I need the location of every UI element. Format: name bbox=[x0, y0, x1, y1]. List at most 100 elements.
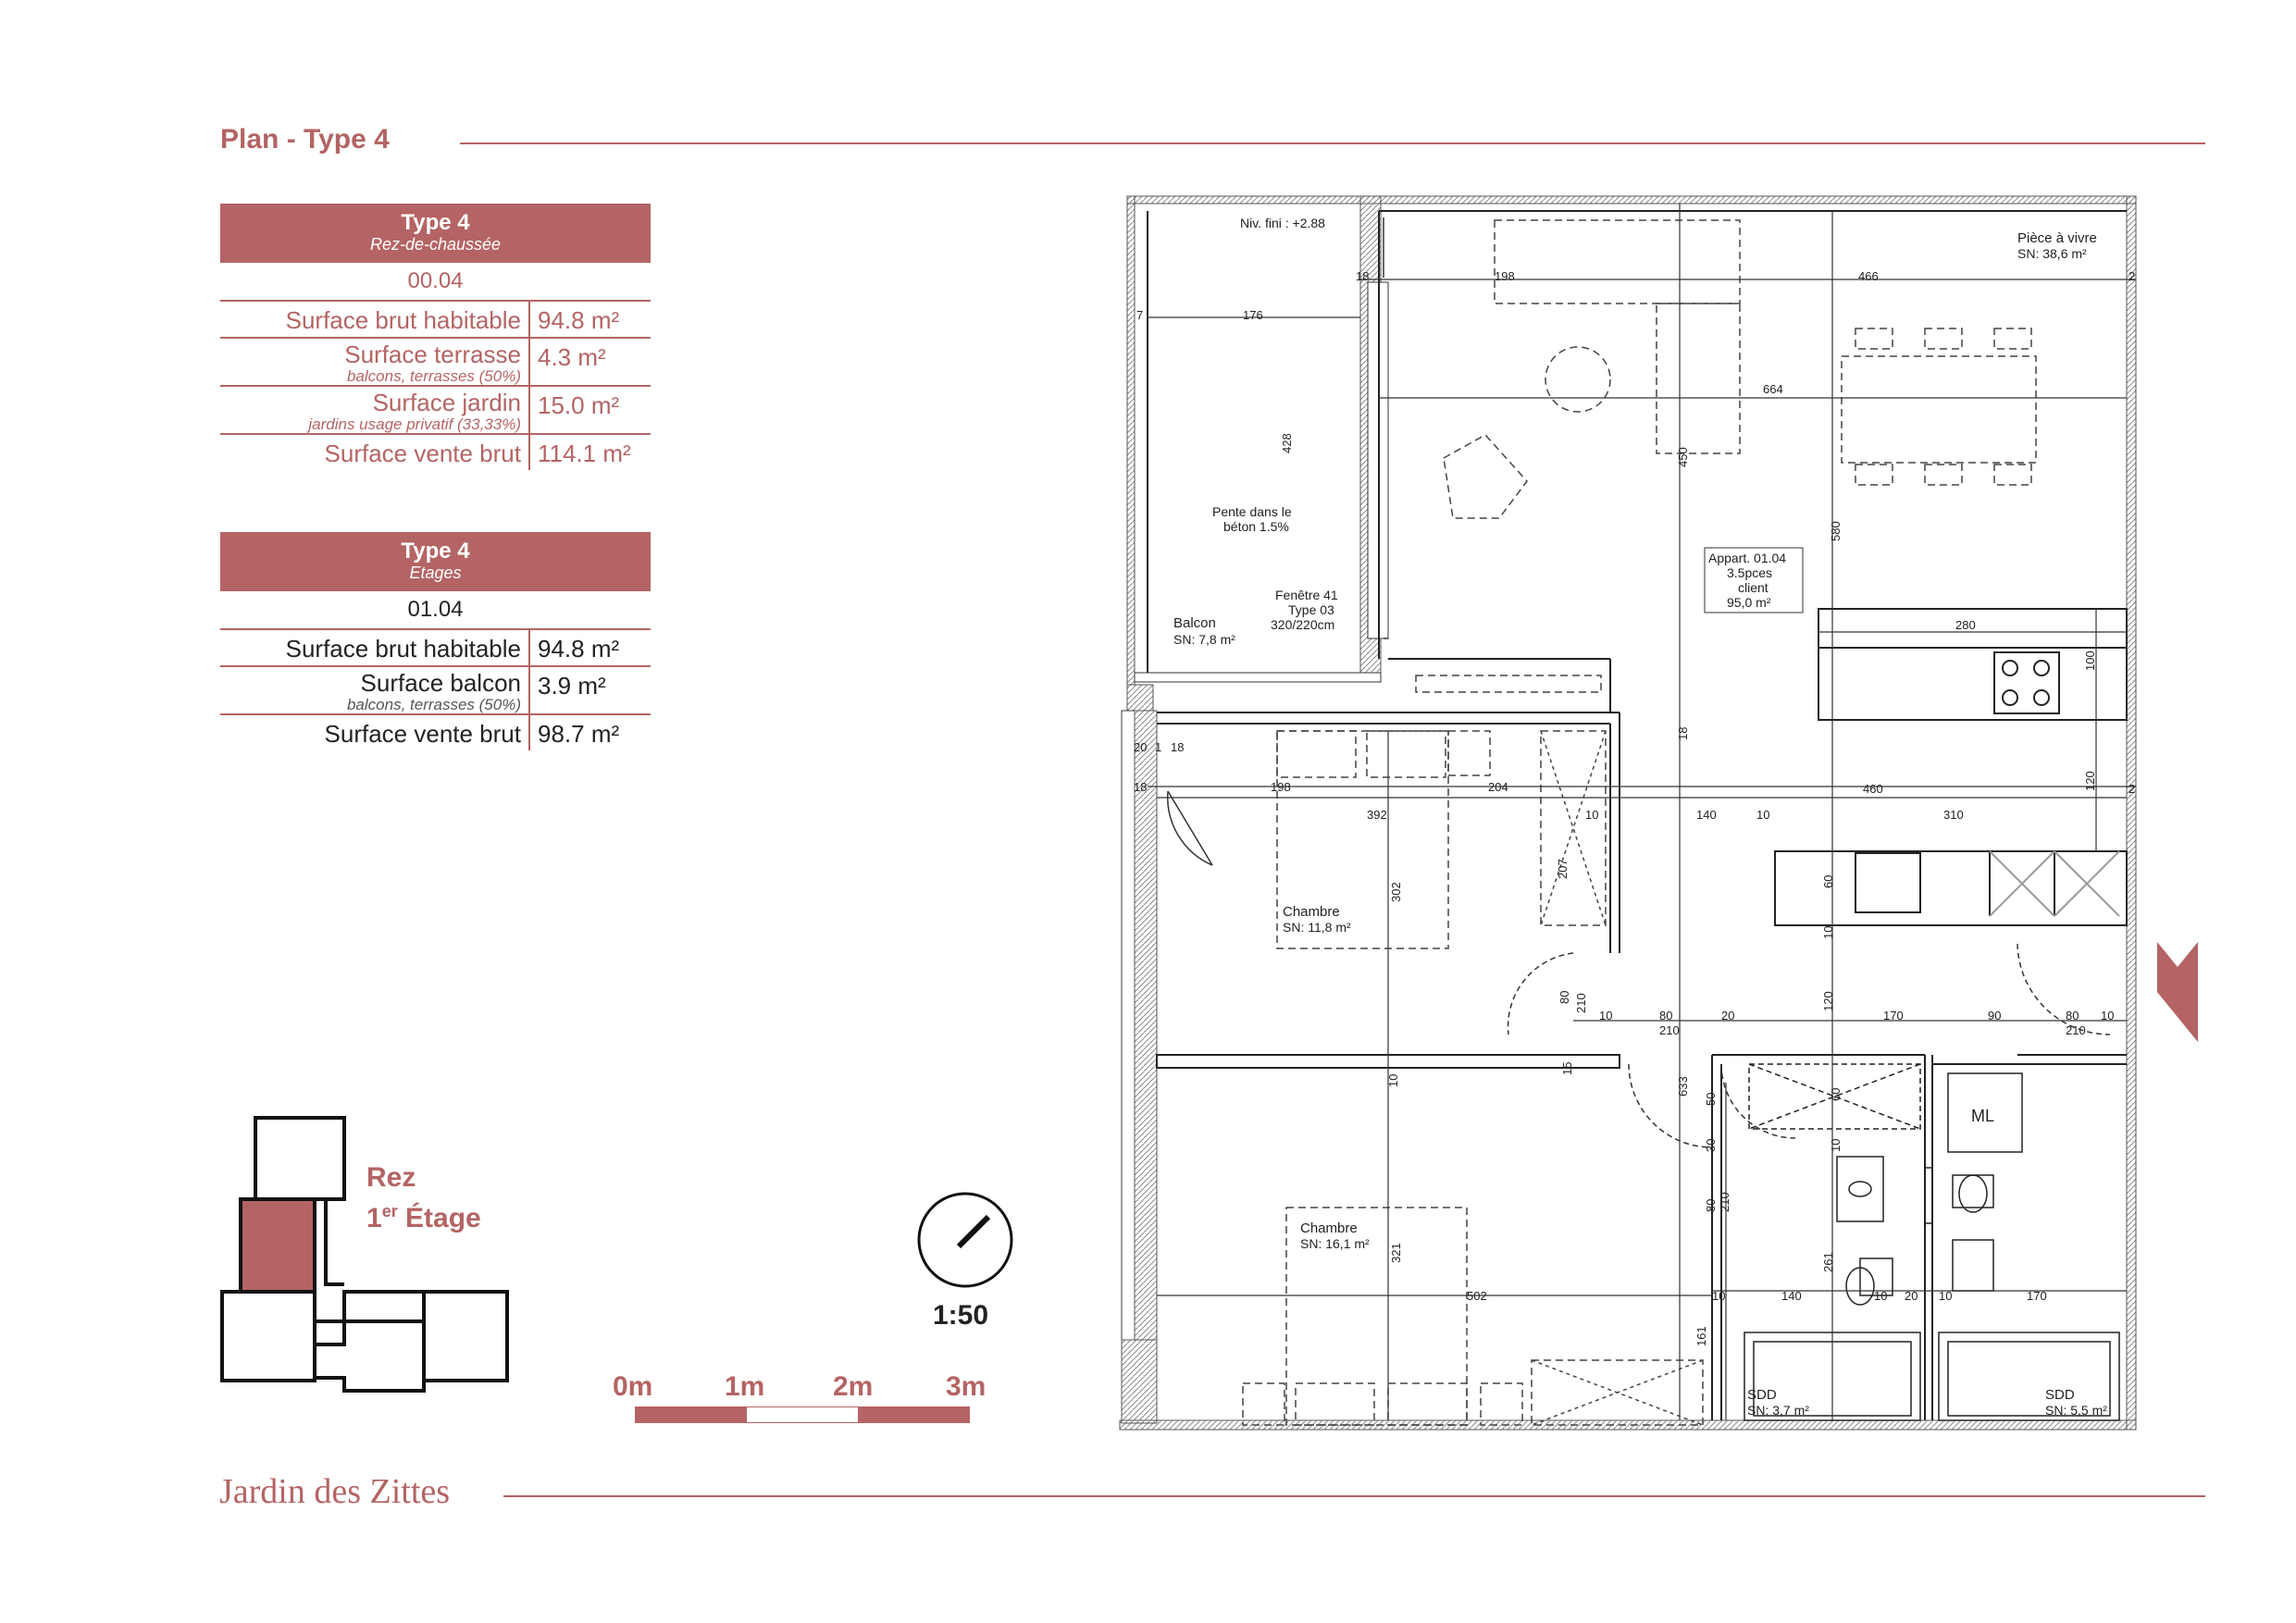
room-area-sdd-1: SN: 3,7 m² bbox=[1747, 1403, 1809, 1418]
row-label: Surface vente brut bbox=[324, 440, 521, 467]
page-title: Plan - Type 4 bbox=[220, 124, 390, 155]
dim-label: 60 bbox=[1829, 1088, 1843, 1101]
dim-label: 15 bbox=[1560, 1062, 1574, 1075]
key-level-rez: Rez bbox=[366, 1162, 416, 1193]
apartment-area: 95,0 m² bbox=[1727, 595, 1771, 610]
north-arrow-icon bbox=[917, 1192, 1013, 1288]
dim-label: 1 bbox=[1155, 740, 1161, 754]
dim-label: 161 bbox=[1694, 1326, 1708, 1346]
dim-label: 100 bbox=[2083, 650, 2097, 671]
room-name-ml: ML bbox=[1971, 1107, 1994, 1125]
row-value: 98.7 m² bbox=[538, 720, 620, 748]
table-subtitle: Rez-de-chaussée bbox=[369, 235, 502, 254]
dim-label: 80 bbox=[1704, 1199, 1718, 1212]
kitchen bbox=[1774, 608, 2128, 926]
dim-label: 18 bbox=[1171, 740, 1184, 754]
dim-label: 210 bbox=[1659, 1023, 1680, 1037]
orientation-arrow-icon bbox=[2157, 942, 2198, 1042]
dim-label: 664 bbox=[1763, 382, 1783, 396]
dim-label: 176 bbox=[1243, 308, 1263, 322]
dim-label: 261 bbox=[1821, 1252, 1835, 1272]
scale-ratio: 1:50 bbox=[933, 1300, 989, 1331]
scale-label-1: 1m bbox=[725, 1371, 765, 1402]
dim-label: 460 bbox=[1863, 782, 1883, 796]
dim-label: 2 bbox=[2128, 782, 2135, 796]
key-block-middle bbox=[315, 1319, 426, 1393]
room-area-chambre-2: SN: 16,1 m² bbox=[1300, 1236, 1370, 1251]
dim-label: 2 bbox=[2128, 269, 2135, 283]
dim-label: 580 bbox=[1829, 521, 1843, 541]
table-row: Surface vente brut 114.1 m² bbox=[220, 433, 651, 470]
room-labels: Niv. fini : +2.88 Pente dans le béton 1.… bbox=[1173, 216, 2107, 1418]
dim-label: 633 bbox=[1676, 1076, 1690, 1096]
table-row: Surface brut habitable 94.8 m² bbox=[220, 628, 651, 665]
dim-label: 140 bbox=[1696, 808, 1717, 822]
dim-label: 10 bbox=[1821, 926, 1835, 939]
dim-label: 210 bbox=[1574, 993, 1588, 1013]
dim-label: 10 bbox=[1599, 1009, 1612, 1022]
room-name-living: Pièce à vivre bbox=[2017, 230, 2097, 246]
apartment-id: Appart. 01.04 bbox=[1708, 551, 1786, 565]
dim-label: 502 bbox=[1467, 1289, 1487, 1303]
dim-label: 7 bbox=[1136, 308, 1143, 322]
surface-table-rez: Type 4 Rez-de-chaussée 00.04 Surface bru… bbox=[220, 204, 651, 470]
dim-label: 20 bbox=[1721, 1009, 1734, 1022]
key-block-highlight bbox=[239, 1197, 316, 1294]
dim-label: 392 bbox=[1367, 808, 1387, 822]
level-label: Niv. fini : +2.88 bbox=[1240, 216, 1325, 230]
table-title: Type 4 bbox=[401, 539, 470, 564]
row-label: Surface jardin bbox=[372, 389, 521, 416]
dim-label: 120 bbox=[1821, 991, 1835, 1011]
furniture bbox=[1242, 219, 2037, 1426]
dim-label: 10 bbox=[2101, 1009, 2114, 1022]
dim-label: 18 bbox=[1676, 727, 1690, 740]
surface-table-etages: Type 4 Etages 01.04 Surface brut habitab… bbox=[220, 532, 651, 750]
window-label-1: Fenêtre 41 bbox=[1275, 588, 1338, 602]
row-sublabel: balcons, terrasses (50%) bbox=[346, 696, 521, 713]
title-rule bbox=[460, 142, 2205, 144]
dim-label: 466 bbox=[1858, 269, 1879, 283]
row-sublabel: balcons, terrasses (50%) bbox=[346, 367, 521, 385]
dim-label: 140 bbox=[1781, 1289, 1802, 1303]
dim-label: 10 bbox=[1386, 1074, 1400, 1087]
slope-label-1: Pente dans le bbox=[1212, 504, 1292, 519]
room-area-chambre-1: SN: 11,8 m² bbox=[1283, 920, 1351, 935]
exterior-walls bbox=[1119, 195, 2137, 1431]
scale-label-3: 3m bbox=[946, 1371, 987, 1402]
dim-label: 80 bbox=[2066, 1009, 2079, 1022]
dim-label: 280 bbox=[1955, 618, 1976, 632]
dim-label: 30 bbox=[1704, 1139, 1718, 1152]
room-name-sdd-2: SDD bbox=[2045, 1387, 2075, 1403]
key-level-etage: 1er Étage bbox=[366, 1202, 481, 1233]
dim-label: 80 bbox=[1659, 1009, 1672, 1022]
key-plan bbox=[220, 1116, 509, 1393]
dim-label: 204 bbox=[1488, 780, 1508, 794]
table-row: Surface brut habitable 94.8 m² bbox=[220, 300, 651, 337]
dimension-labels: 18 198 466 2 7 176 664 428 450 580 280 1… bbox=[1134, 269, 2135, 1346]
dim-label: 90 bbox=[1988, 1009, 2001, 1022]
table-subtitle: Etages bbox=[409, 564, 462, 582]
unit-code: 00.04 bbox=[407, 268, 464, 293]
dim-label: 10 bbox=[1585, 808, 1598, 822]
slope-label-2: béton 1.5% bbox=[1223, 519, 1289, 534]
dim-label: 10 bbox=[1829, 1139, 1843, 1152]
dim-label: 210 bbox=[1718, 1192, 1731, 1212]
row-label: Surface vente brut bbox=[324, 720, 521, 748]
floor-plan: Niv. fini : +2.88 Pente dans le béton 1.… bbox=[1119, 195, 2198, 1431]
scale-label-2: 2m bbox=[833, 1371, 874, 1402]
dim-label: 170 bbox=[2027, 1289, 2047, 1303]
scale-label-0: 0m bbox=[613, 1371, 653, 1402]
room-name-sdd-1: SDD bbox=[1747, 1387, 1777, 1403]
key-connector bbox=[315, 1197, 344, 1286]
dim-label: 310 bbox=[1943, 808, 1964, 822]
room-name-balcon: Balcon bbox=[1173, 615, 1216, 631]
dim-label: 10 bbox=[1712, 1289, 1725, 1303]
dim-label: 10 bbox=[1756, 808, 1769, 822]
row-value: 3.9 m² bbox=[538, 672, 606, 700]
key-block-right bbox=[422, 1290, 509, 1382]
dim-label: 60 bbox=[1821, 875, 1835, 888]
dimension-lines bbox=[1148, 204, 2136, 1420]
